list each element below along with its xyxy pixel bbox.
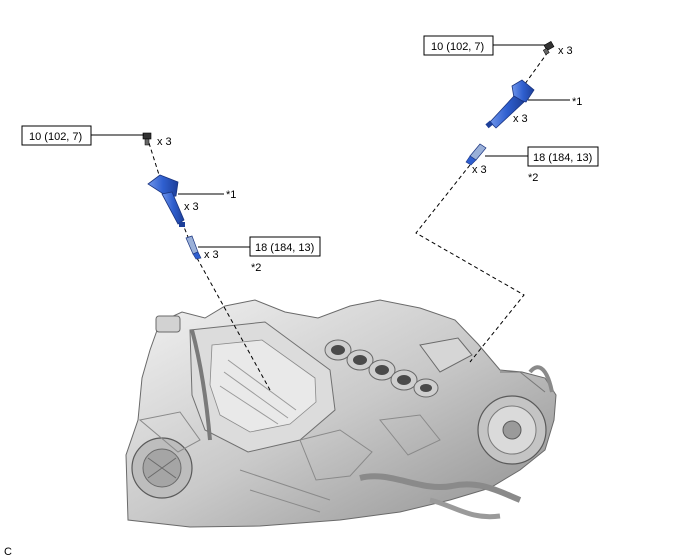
left-plug-ref: *2: [251, 262, 261, 274]
right-spark-plug: [465, 143, 487, 166]
left-bolt-path: [148, 142, 161, 179]
right-bolt-path: [521, 51, 549, 89]
left-coil-bolt: [142, 132, 152, 146]
right-plug-torque-box: [527, 146, 599, 167]
left-plug-torque: 18 (184, 13): [255, 242, 314, 254]
right-coil-qty: x 3: [513, 113, 528, 125]
left-plug-torque-box: [249, 236, 321, 257]
right-coil-bolt: [542, 40, 555, 55]
right-coil-ref: *1: [572, 96, 582, 108]
left-bolt-qty: x 3: [157, 136, 172, 148]
right-plug-ref: *2: [528, 172, 538, 184]
right-bolt-torque: 10 (102, 7): [431, 41, 484, 53]
left-plug-qty: x 3: [204, 249, 219, 261]
left-spark-plug: [185, 235, 202, 260]
figure-code: C: [4, 546, 12, 558]
right-plug-path: [415, 164, 525, 363]
engine-assembly: [125, 299, 557, 528]
right-plug-qty: x 3: [472, 164, 487, 176]
left-coil-qty: x 3: [184, 201, 199, 213]
right-bolt-qty: x 3: [558, 45, 573, 57]
right-plug-torque: 18 (184, 13): [533, 152, 592, 164]
left-ignition-coil: [147, 174, 185, 227]
right-bank-parts: 10 (102, 7) x 3 *1 x 3 18 (184, 13) x 3 …: [415, 35, 599, 363]
left-bank-parts: 10 (102, 7) x 3 *1 x 3 18 (184, 13) x 3 …: [21, 125, 321, 391]
left-coil-ref: *1: [226, 189, 236, 201]
right-ignition-coil: [485, 79, 535, 129]
left-bolt-torque: 10 (102, 7): [29, 131, 82, 143]
